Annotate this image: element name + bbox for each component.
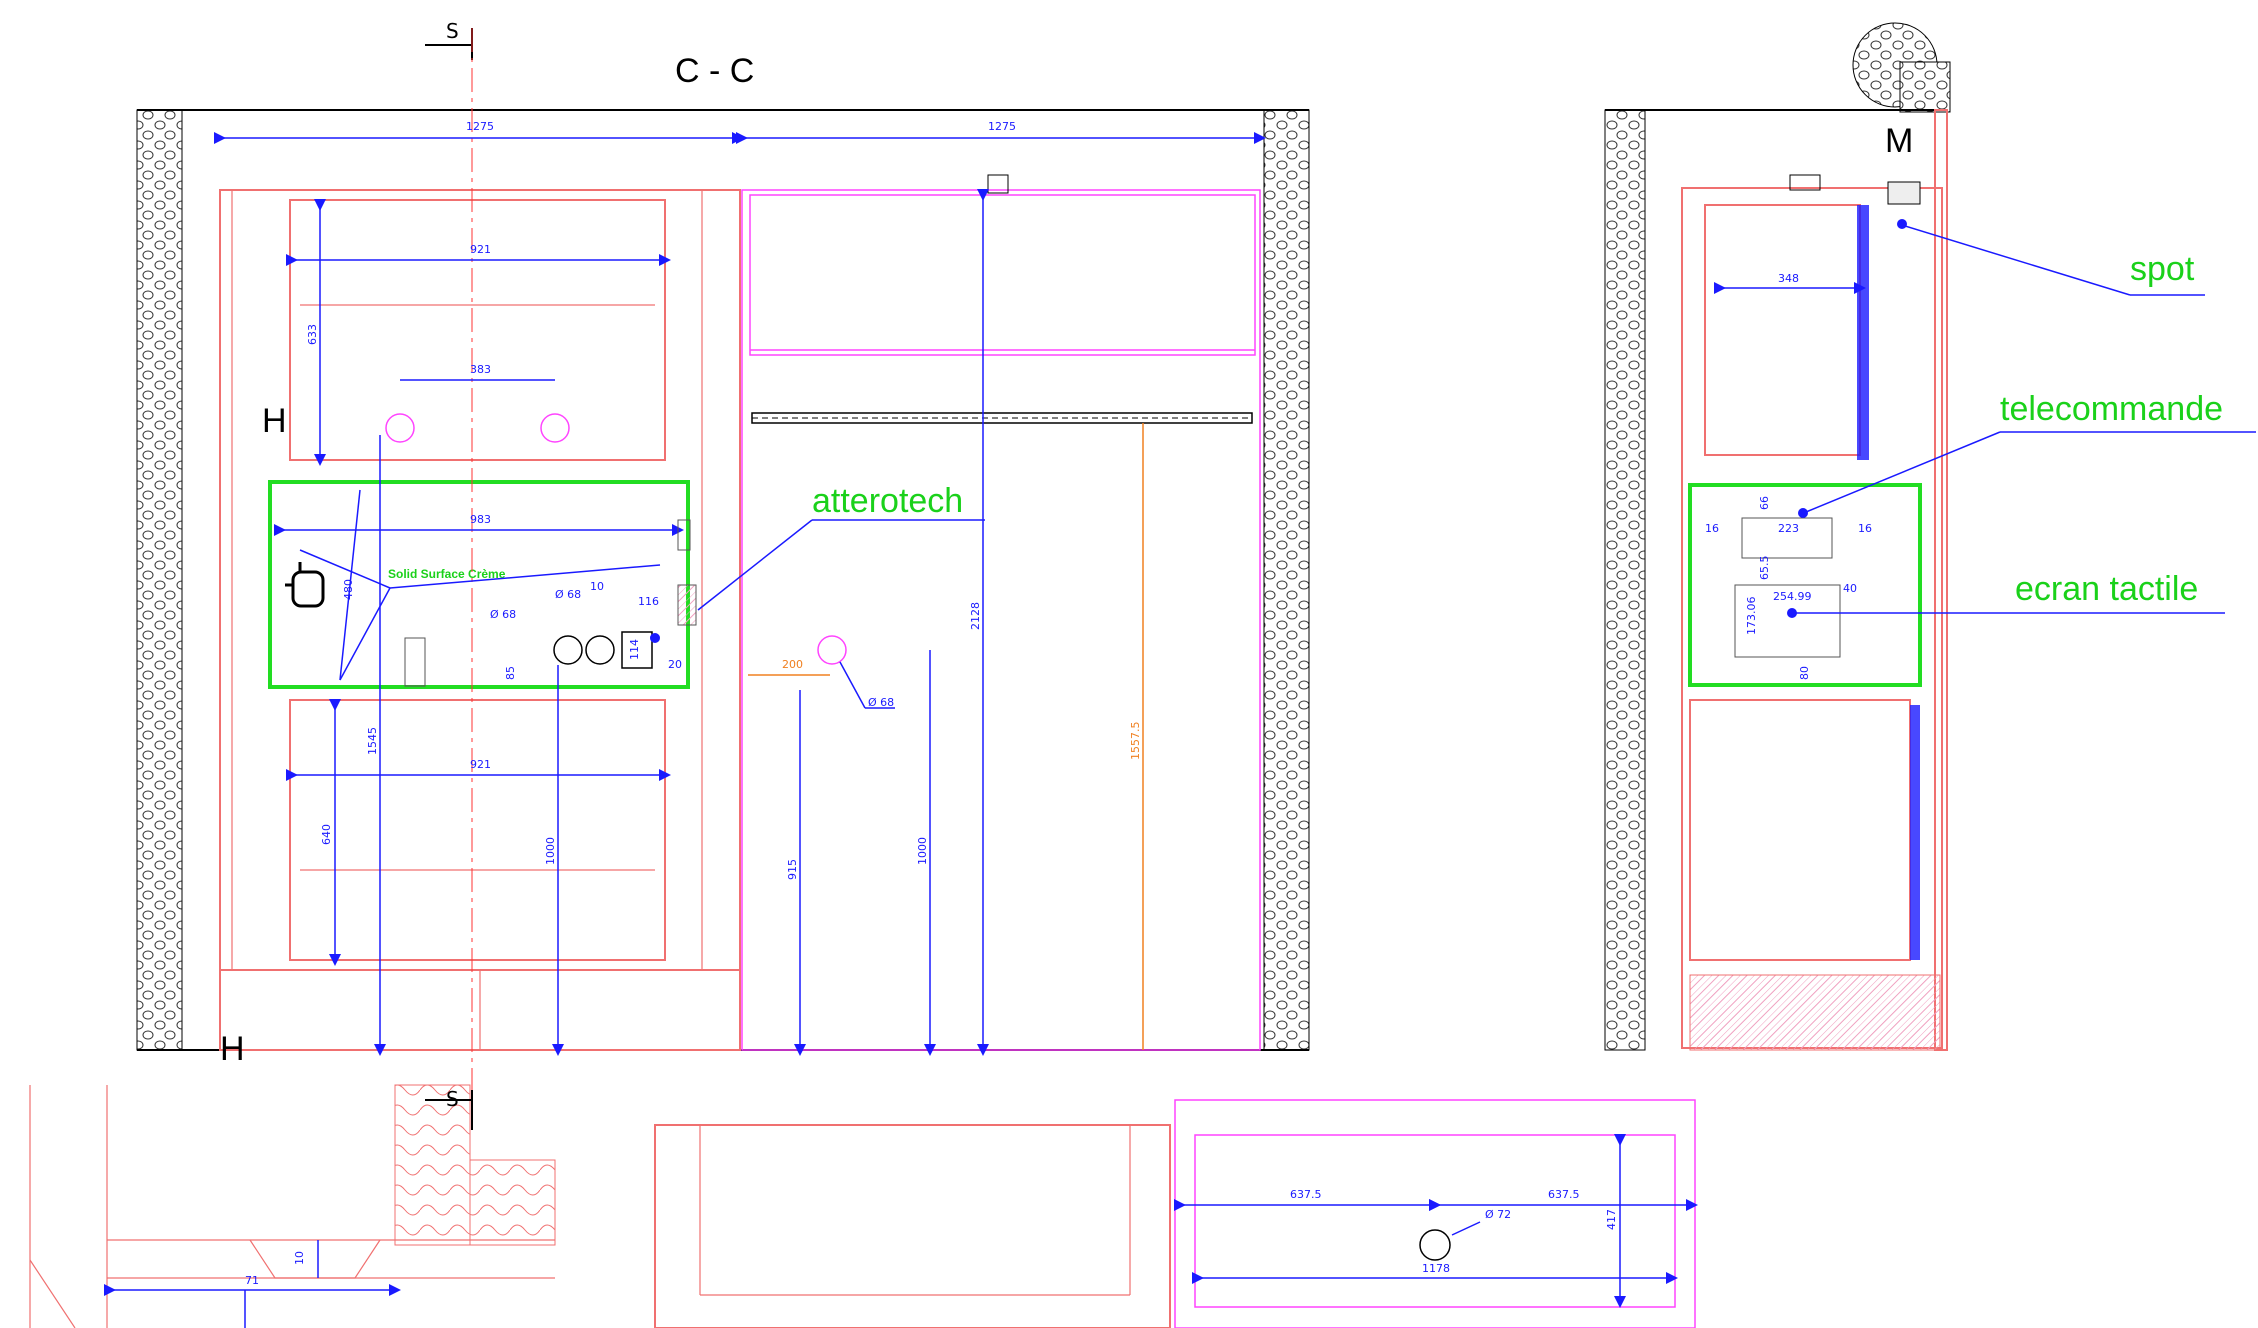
dim-40: 40 <box>1843 582 1857 595</box>
wall-side <box>1604 109 1646 1051</box>
dim-2128: 2128 <box>969 602 982 630</box>
callout-atterotech: atterotech <box>812 482 963 520</box>
dim-d68-a: Ø 68 <box>555 588 581 601</box>
section-marker-s-top: S <box>446 19 459 43</box>
side-blue-panel <box>1857 205 1869 460</box>
callout-spot: spot <box>2130 250 2195 288</box>
dim-10: 10 <box>590 580 604 593</box>
dim-1545: 1545 <box>366 727 379 755</box>
wall-right <box>1263 109 1310 1051</box>
callout-telecommande: telecommande <box>2000 390 2223 428</box>
dim-20: 20 <box>668 658 682 671</box>
dim-66: 66 <box>1758 496 1771 510</box>
section-c-c: C - C S Solid Surface Crème H H <box>136 19 1310 1100</box>
dim-65: 65.5 <box>1758 556 1771 581</box>
dim-200: 200 <box>782 658 803 671</box>
dim-983: 983 <box>470 513 491 526</box>
dim-d68-b: Ø 68 <box>490 608 516 621</box>
marker-m: M <box>1885 122 1913 160</box>
dim-16-b: 16 <box>1858 522 1872 535</box>
detail-bottom-left: S 10 71 <box>29 1084 556 1328</box>
dim-921-bottom: 921 <box>470 758 491 771</box>
dim-480: 480 <box>342 579 355 600</box>
dim-85: 85 <box>504 666 517 680</box>
dim-80: 80 <box>1798 666 1811 680</box>
dim-detail-71: 71 <box>245 1274 259 1287</box>
dim-d72: Ø 72 <box>1485 1208 1511 1221</box>
faucet-icon <box>285 562 325 608</box>
wall-left <box>136 109 183 1051</box>
section-title: C - C <box>675 52 754 90</box>
dim-1275-right: 1275 <box>988 120 1016 133</box>
dim-637-b: 637.5 <box>1548 1188 1580 1201</box>
dim-1557: 1557.5 <box>1129 722 1142 761</box>
dim-348: 348 <box>1778 272 1799 285</box>
dim-d68-c: Ø 68 <box>868 696 894 709</box>
dim-383: 383 <box>470 363 491 376</box>
dim-223: 223 <box>1778 522 1799 535</box>
side-view: M 348 66 223 16 16 65.5 254.99 40 173.06… <box>1604 22 2256 1051</box>
dim-640: 640 <box>320 824 333 845</box>
dim-16-a: 16 <box>1705 522 1719 535</box>
marker-h-upper: H <box>262 402 287 440</box>
dim-detail-10: 10 <box>293 1251 306 1265</box>
dim-915: 915 <box>786 859 799 880</box>
dim-254: 254.99 <box>1773 590 1812 603</box>
plan-view: 637.5 637.5 Ø 72 417 1178 <box>1174 1099 1698 1328</box>
dim-116: 116 <box>638 595 659 608</box>
marker-h-lower: H <box>220 1030 245 1068</box>
dim-1178: 1178 <box>1422 1262 1450 1275</box>
dim-1000-a: 1000 <box>544 837 557 865</box>
dim-633: 633 <box>306 324 319 345</box>
dim-1275-left: 1275 <box>466 120 494 133</box>
dim-921-top: 921 <box>470 243 491 256</box>
dim-637-a: 637.5 <box>1290 1188 1322 1201</box>
dim-417: 417 <box>1605 1209 1618 1230</box>
dim-1000-b: 1000 <box>916 837 929 865</box>
detail-bottom-middle <box>654 1124 1171 1328</box>
dim-173: 173.06 <box>1745 597 1758 636</box>
dim-114: 114 <box>628 639 641 660</box>
callout-ecran-tactile: ecran tactile <box>2015 570 2198 608</box>
solid-surface-label: Solid Surface Crème <box>388 567 506 581</box>
section-marker-s-bottom: S <box>446 1087 459 1111</box>
